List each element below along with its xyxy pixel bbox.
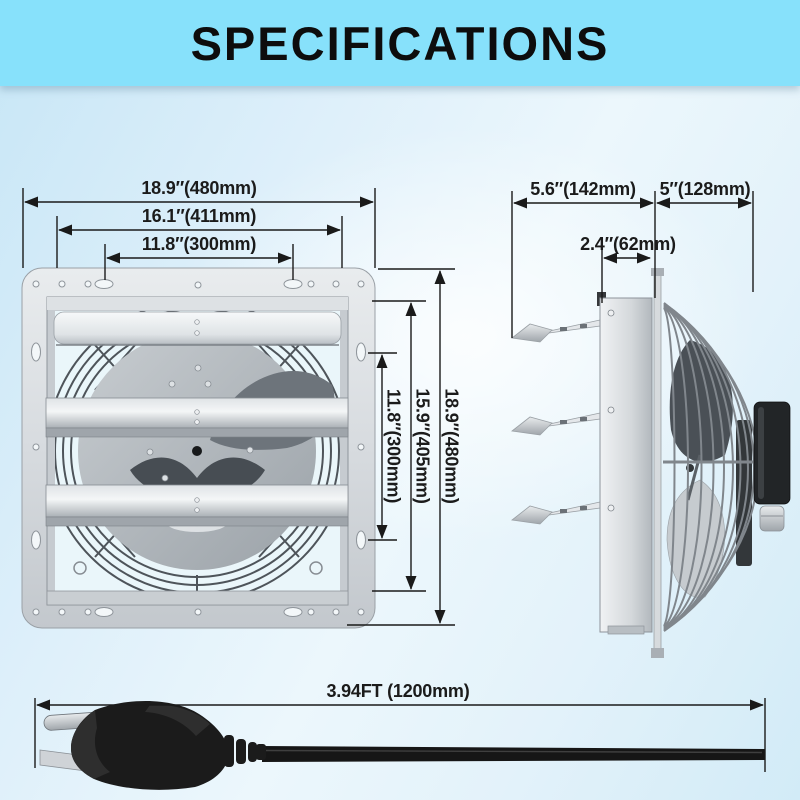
shutter-slats-front — [45, 311, 349, 527]
mount-holes-right — [356, 342, 366, 550]
motor-box — [753, 401, 791, 532]
guard-frame-strip — [653, 271, 662, 655]
fan-hub — [192, 446, 202, 456]
dim-side-depth-shutter: 5.6″(142mm) — [530, 179, 636, 199]
shutter-louvers-side — [511, 319, 601, 525]
dim-side-shutter-open: 2.4″(62mm) — [580, 234, 676, 254]
mount-holes-left — [31, 342, 41, 550]
power-plug — [39, 700, 266, 790]
mount-holes-bottom — [32, 607, 365, 617]
dim-front-width-frame: 16.1″(411mm) — [141, 206, 257, 226]
dim-cord-length: 3.94FT (1200mm) — [326, 681, 470, 701]
power-cord — [39, 700, 765, 790]
dimension-lines — [22, 188, 766, 772]
fan-side-view — [511, 268, 791, 658]
dim-front-height-outer: 18.9″(480mm) — [441, 388, 462, 504]
page-title: SPECIFICATIONS — [190, 16, 610, 70]
dim-front-width-opening: 11.8″(300mm) — [141, 234, 257, 254]
dim-front-height-opening: 11.8″(300mm) — [383, 388, 404, 504]
dim-front-width-outer: 18.9″(480mm) — [141, 178, 257, 198]
mount-holes-top — [32, 279, 365, 289]
title-banner: SPECIFICATIONS — [0, 0, 800, 86]
dim-front-height-frame: 15.9″(405mm) — [412, 388, 433, 504]
dim-side-depth-guard: 5″(128mm) — [659, 179, 751, 199]
fan-front-view — [21, 267, 376, 629]
wire-guard-cage-side — [663, 302, 759, 632]
